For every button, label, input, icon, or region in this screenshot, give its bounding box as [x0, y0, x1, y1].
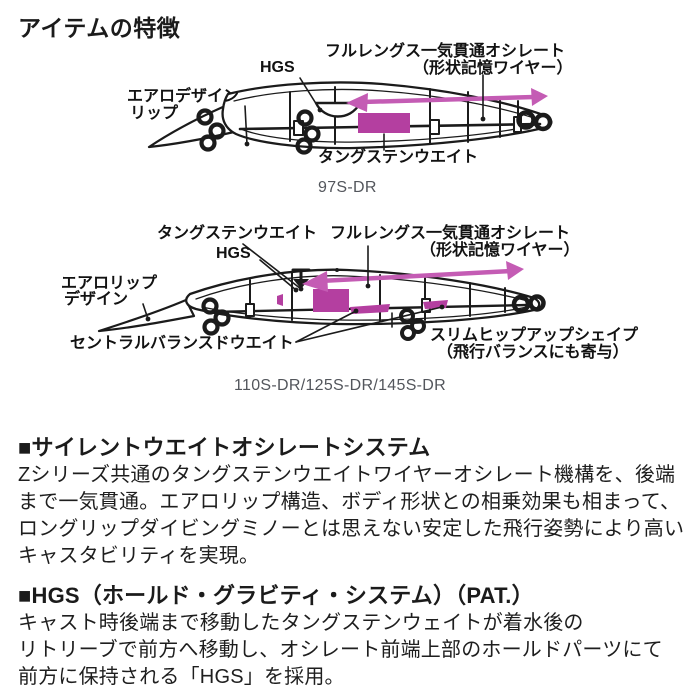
tungsten-weight-block: [313, 289, 349, 312]
label-hgs-97s: HGS: [260, 59, 295, 76]
label-oscillate-110s-line1: フルレングス一気貫通オシレート: [330, 225, 571, 242]
label-oscillate-110s-line2: （形状記憶ワイヤー）: [420, 242, 580, 259]
lure-97s-artwork: [147, 74, 553, 155]
lure-diagram-110s: [97, 243, 546, 343]
inner-line-top: [233, 88, 538, 120]
label-slim-hip-line1: スリムヒップアップシェイプ: [430, 327, 639, 344]
section-body-line: キャスト時後端まで移動したタングステンウェイトが着水後の: [18, 612, 584, 634]
inner-line-top: [195, 275, 529, 302]
hgs-hold-part: [291, 268, 311, 289]
tungsten-weight-block: [358, 113, 410, 133]
label-oscillate-97s-line1: フルレングス一気貫通オシレート: [325, 43, 566, 60]
leader-lines: [142, 243, 445, 343]
section-body-line: まで一気貫通。エアロリップ構造、ボディ形状との相乗効果も相まって、: [18, 491, 681, 513]
wire-bead: [245, 303, 255, 317]
caption-110s-dr: 110S-DR/125S-DR/145S-DR: [234, 377, 447, 394]
section-body-line: 前方に保持される「HGS」を採用。: [18, 666, 345, 688]
oscillate-arrow: [302, 261, 524, 292]
leader-lines: [244, 74, 486, 151]
label-aero-lip-110s-line2: デザイン: [64, 291, 129, 308]
treble-hook-front: [201, 297, 231, 336]
label-tungsten-110s: タングステンウエイト: [157, 225, 318, 242]
label-oscillate-97s-line2: （形状記憶ワイヤー）: [413, 60, 573, 77]
treble-hook-rear: [399, 308, 426, 341]
tail-eye-rings: [511, 294, 546, 314]
section-heading-hgs: ■HGS（ホールド・グラビティ・システム）（PAT.）: [18, 583, 534, 608]
label-aero-lip-97s-line1: エアロデザイン: [127, 88, 240, 105]
treble-hook-front: [196, 108, 226, 152]
wire-bead: [429, 119, 440, 135]
tail-eye-rings: [516, 110, 553, 132]
label-tungsten-97s: タングステンウエイト: [318, 149, 479, 166]
lure-diagram-97s: [147, 74, 553, 155]
section-body-line: Zシリーズ共通のタングステンウエイトワイヤーオシレート機構を、後端: [18, 464, 676, 486]
label-slim-hip-line2: （飛行バランスにも寄与）: [437, 344, 629, 361]
section-heading-silent-weight: ■サイレントウエイトオシレートシステム: [18, 435, 431, 460]
lure-110s-artwork: [97, 243, 546, 343]
central-balance-weight-1: [350, 304, 390, 314]
treble-hook-belly: [295, 109, 321, 155]
magenta-tick: [277, 294, 283, 306]
label-aero-lip-97s-line2: リップ: [130, 105, 179, 122]
rivet-dot: [335, 268, 339, 272]
caption-97s-dr: 97S-DR: [318, 179, 377, 196]
label-aero-lip-110s-line1: エアロリップ: [61, 275, 158, 292]
section-body-line: キャスタビリティを実現。: [18, 545, 260, 567]
section-body-line: ロングリップダイビングミノーとは思えない安定した飛行姿勢により高い: [18, 518, 685, 540]
label-hgs-110s: HGS: [216, 245, 251, 262]
oscillate-arrow: [346, 88, 548, 112]
section-body-line: リトリーブで前方へ移動し、オシレート前端上部のホールドパーツにて: [18, 639, 663, 661]
page-title: アイテムの特徴: [18, 15, 181, 41]
label-central-balance-weight: セントラルバランスドウエイト: [70, 335, 294, 352]
